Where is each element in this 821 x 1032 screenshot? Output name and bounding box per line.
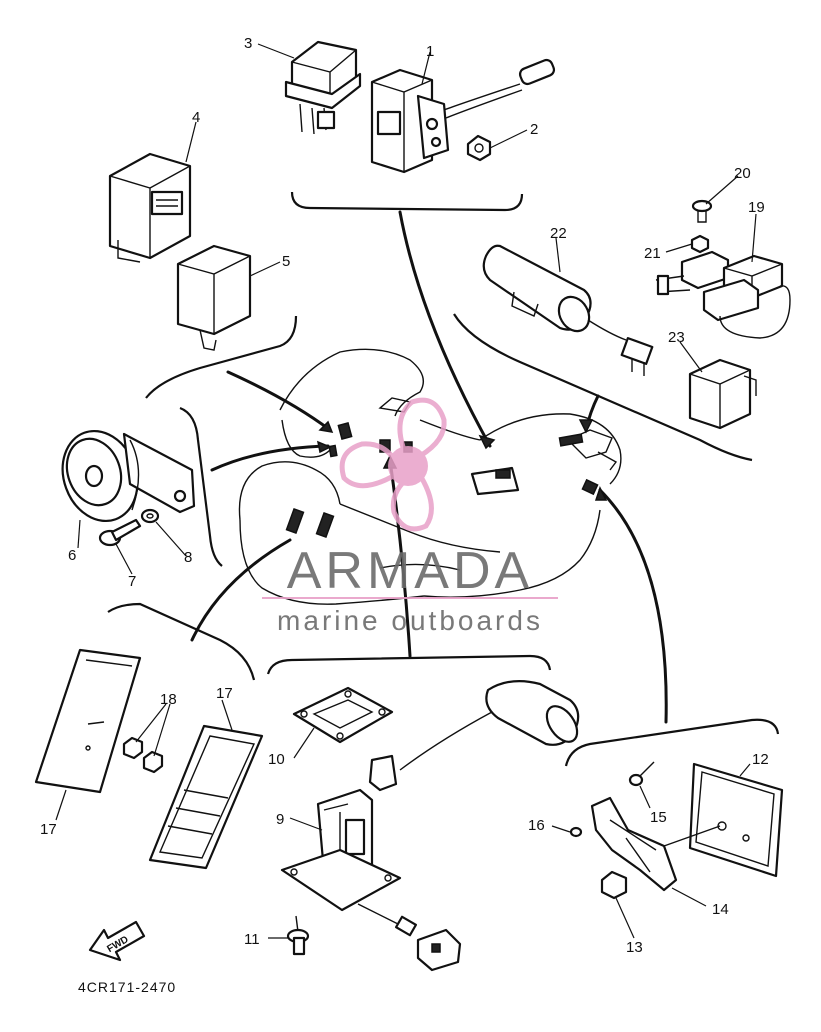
callout-11: 11 [244, 931, 260, 948]
callout-9: 9 [276, 811, 284, 828]
callout-8: 8 [184, 549, 192, 566]
part-13-nut [600, 870, 628, 900]
leader-fuel [388, 458, 412, 658]
part-18-nuts [122, 736, 164, 774]
watermark-brand: ARMADA [287, 542, 533, 600]
callout-5: 5 [282, 253, 290, 270]
group-bracket-reflector [107, 602, 256, 681]
part-16-screw [569, 826, 583, 838]
part-22-condenser [482, 244, 654, 376]
callout-6: 6 [68, 547, 76, 564]
part-17-reflector-left [34, 648, 142, 794]
callout-14: 14 [712, 901, 729, 918]
callout-19: 19 [748, 199, 765, 216]
group-bracket-top [290, 191, 524, 212]
callout-2: 2 [530, 121, 538, 138]
leader-horn [210, 444, 330, 472]
callout-21: 21 [644, 245, 661, 262]
fwd-arrow-icon: FWD [88, 920, 146, 962]
part-3-relay [284, 40, 362, 135]
group-bracket-horn [179, 406, 223, 567]
callout-1: 1 [426, 43, 434, 60]
part-10-gasket [292, 686, 394, 744]
part-6-horn [61, 429, 196, 523]
callout-numbers: 1 2 3 4 5 6 7 8 9 10 11 12 13 14 15 16 1… [40, 35, 769, 956]
group-bracket-plate [564, 718, 780, 767]
part-12-plate [688, 762, 784, 878]
leader-plate [598, 488, 668, 724]
part-20-screw [691, 199, 713, 223]
part-1-switch [370, 58, 556, 174]
part-7-bolt [98, 518, 142, 547]
part-8-washer [140, 508, 160, 524]
callout-17-right: 17 [216, 685, 233, 702]
callout-13: 13 [626, 939, 643, 956]
callout-17-left: 17 [40, 821, 57, 838]
armada-watermark: ARMADA marine outboards [262, 397, 558, 636]
part-9-fuel-sender [280, 679, 580, 972]
part-15-screw [628, 761, 655, 787]
part-code: 4CR171-2470 [78, 979, 176, 995]
part-19-relay-assembly [655, 250, 791, 339]
callout-lines [55, 43, 757, 939]
part-11-screw [286, 915, 310, 956]
leader-reflector [190, 538, 292, 642]
leader-left-units [226, 370, 332, 432]
group-bracket-right-upper [453, 313, 753, 462]
callout-3: 3 [244, 35, 252, 52]
callout-12: 12 [752, 751, 769, 768]
part-21-nut [690, 234, 710, 254]
group-bracket-fuel [266, 654, 552, 675]
part-2-nut [466, 134, 492, 162]
callout-22: 22 [550, 225, 567, 242]
part-23-relay [688, 358, 757, 430]
part-4-control-unit [108, 152, 192, 263]
callout-7: 7 [128, 573, 136, 590]
part-5-relay-unit [176, 244, 252, 351]
watermark-tagline: marine outboards [277, 605, 543, 636]
callout-18: 18 [160, 691, 177, 708]
callout-20: 20 [734, 165, 751, 182]
callout-10: 10 [268, 751, 285, 768]
group-bracket-left-upper [145, 315, 298, 399]
part-17-reflector-right [148, 724, 264, 870]
propeller-logo-icon [339, 397, 447, 532]
callout-15: 15 [650, 809, 667, 826]
leader-relay-group [398, 210, 492, 448]
callout-16: 16 [528, 817, 545, 834]
part-14-bracket [590, 796, 721, 892]
callout-23: 23 [668, 329, 685, 346]
callout-4: 4 [192, 109, 200, 126]
